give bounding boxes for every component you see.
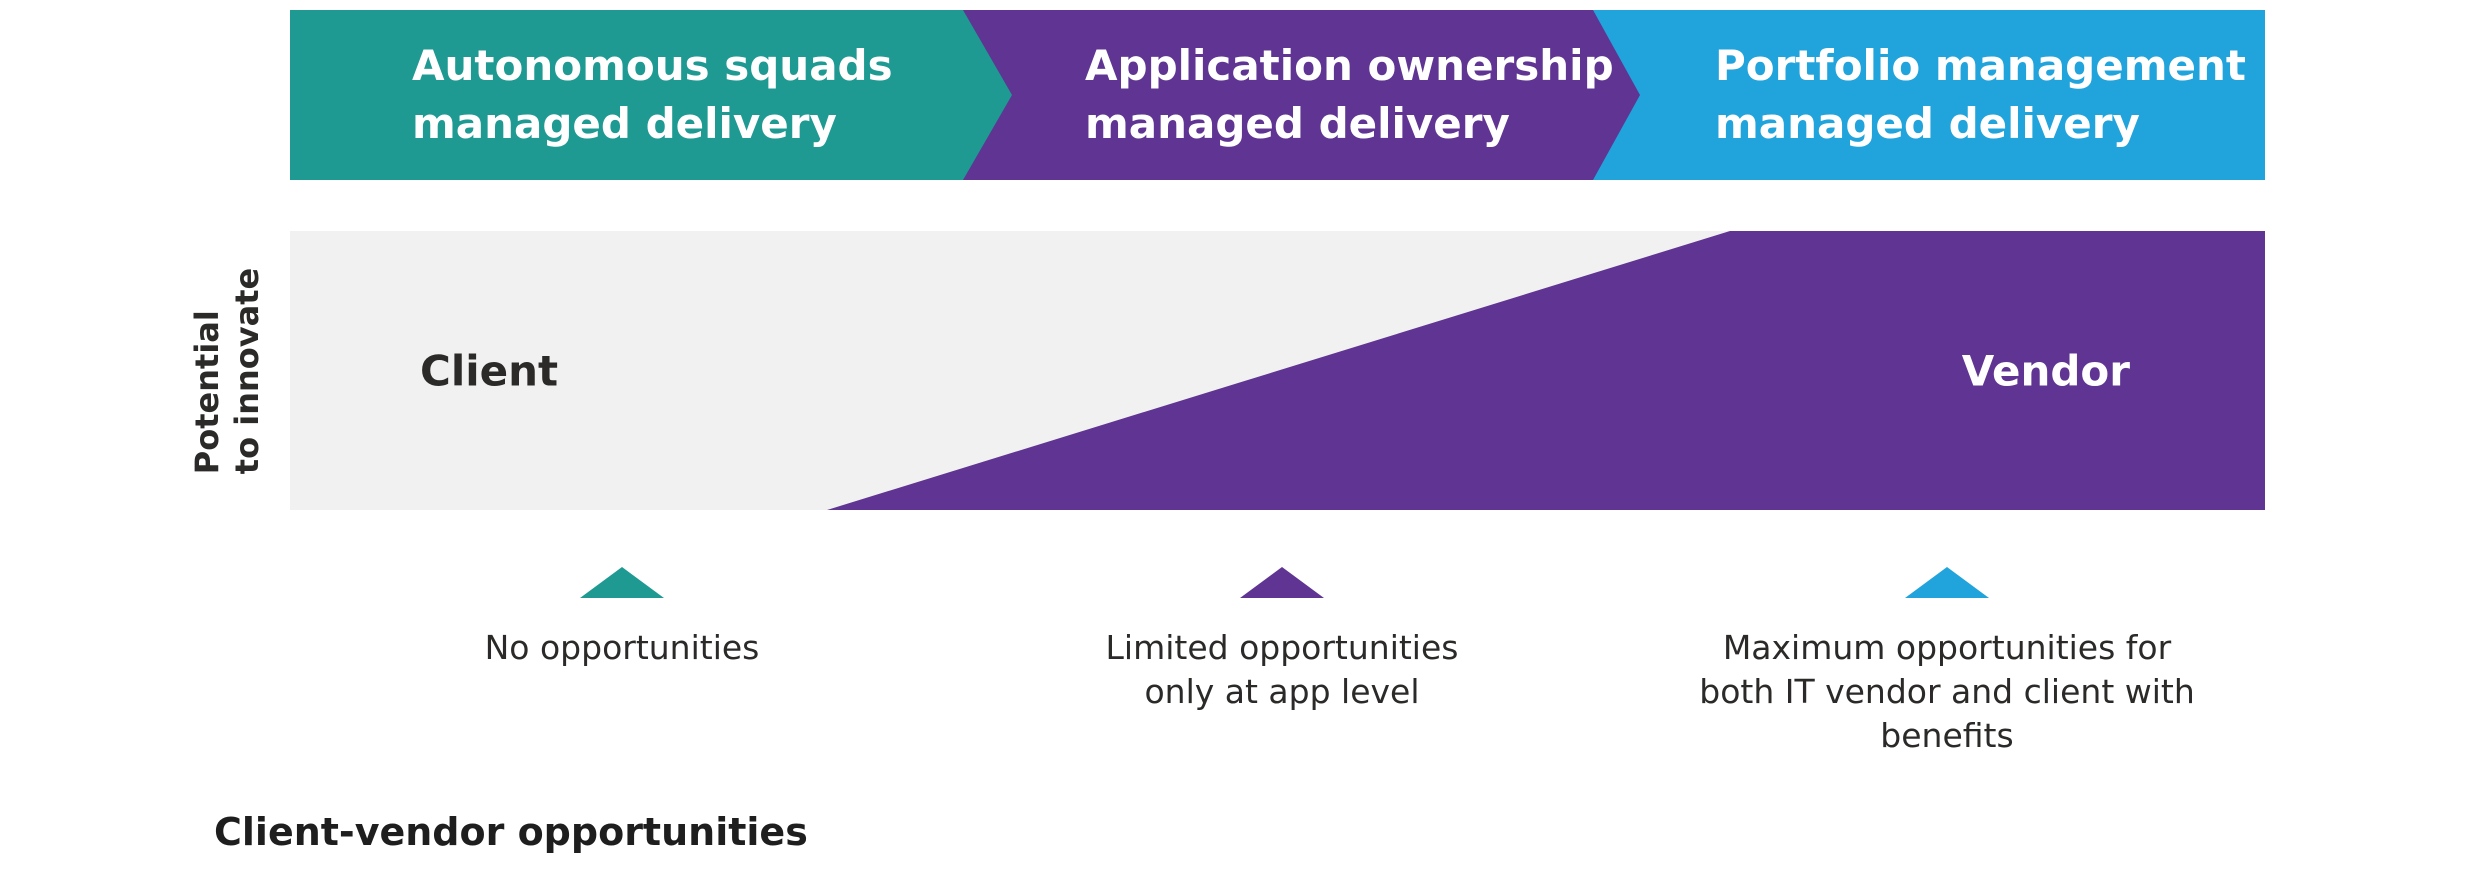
teal-triangle-marker [580,567,664,598]
banner-portfolio-management: Portfolio management managed delivery [1593,10,2265,180]
client-vendor-band: Client Vendor [290,231,2265,510]
potential-to-innovate-axis-label: Potential to innovate [188,267,266,475]
banner-application-ownership: Application ownership managed delivery [963,10,1640,180]
caption-no-opportunities: No opportunities [484,628,760,667]
client-label: Client [420,346,559,395]
banner-portfolio-management-label: Portfolio management managed delivery [1715,41,2246,148]
caption-maximum-opportunities: Maximum opportunities for both IT vendor… [1699,628,2195,755]
delivery-model-banners: Autonomous squads managed delivery Appli… [290,10,2265,180]
banner-autonomous-squads: Autonomous squads managed delivery [290,10,1012,180]
banner-application-ownership-label: Application ownership managed delivery [1085,41,1614,148]
blue-triangle-marker [1905,567,1989,598]
caption-limited-opportunities: Limited opportunities only at app level [1105,628,1459,711]
vendor-label: Vendor [1961,346,2130,395]
banner-autonomous-squads-label: Autonomous squads managed delivery [412,41,893,148]
figure-title: Client-vendor opportunities [214,810,808,854]
purple-triangle-marker [1240,567,1324,598]
